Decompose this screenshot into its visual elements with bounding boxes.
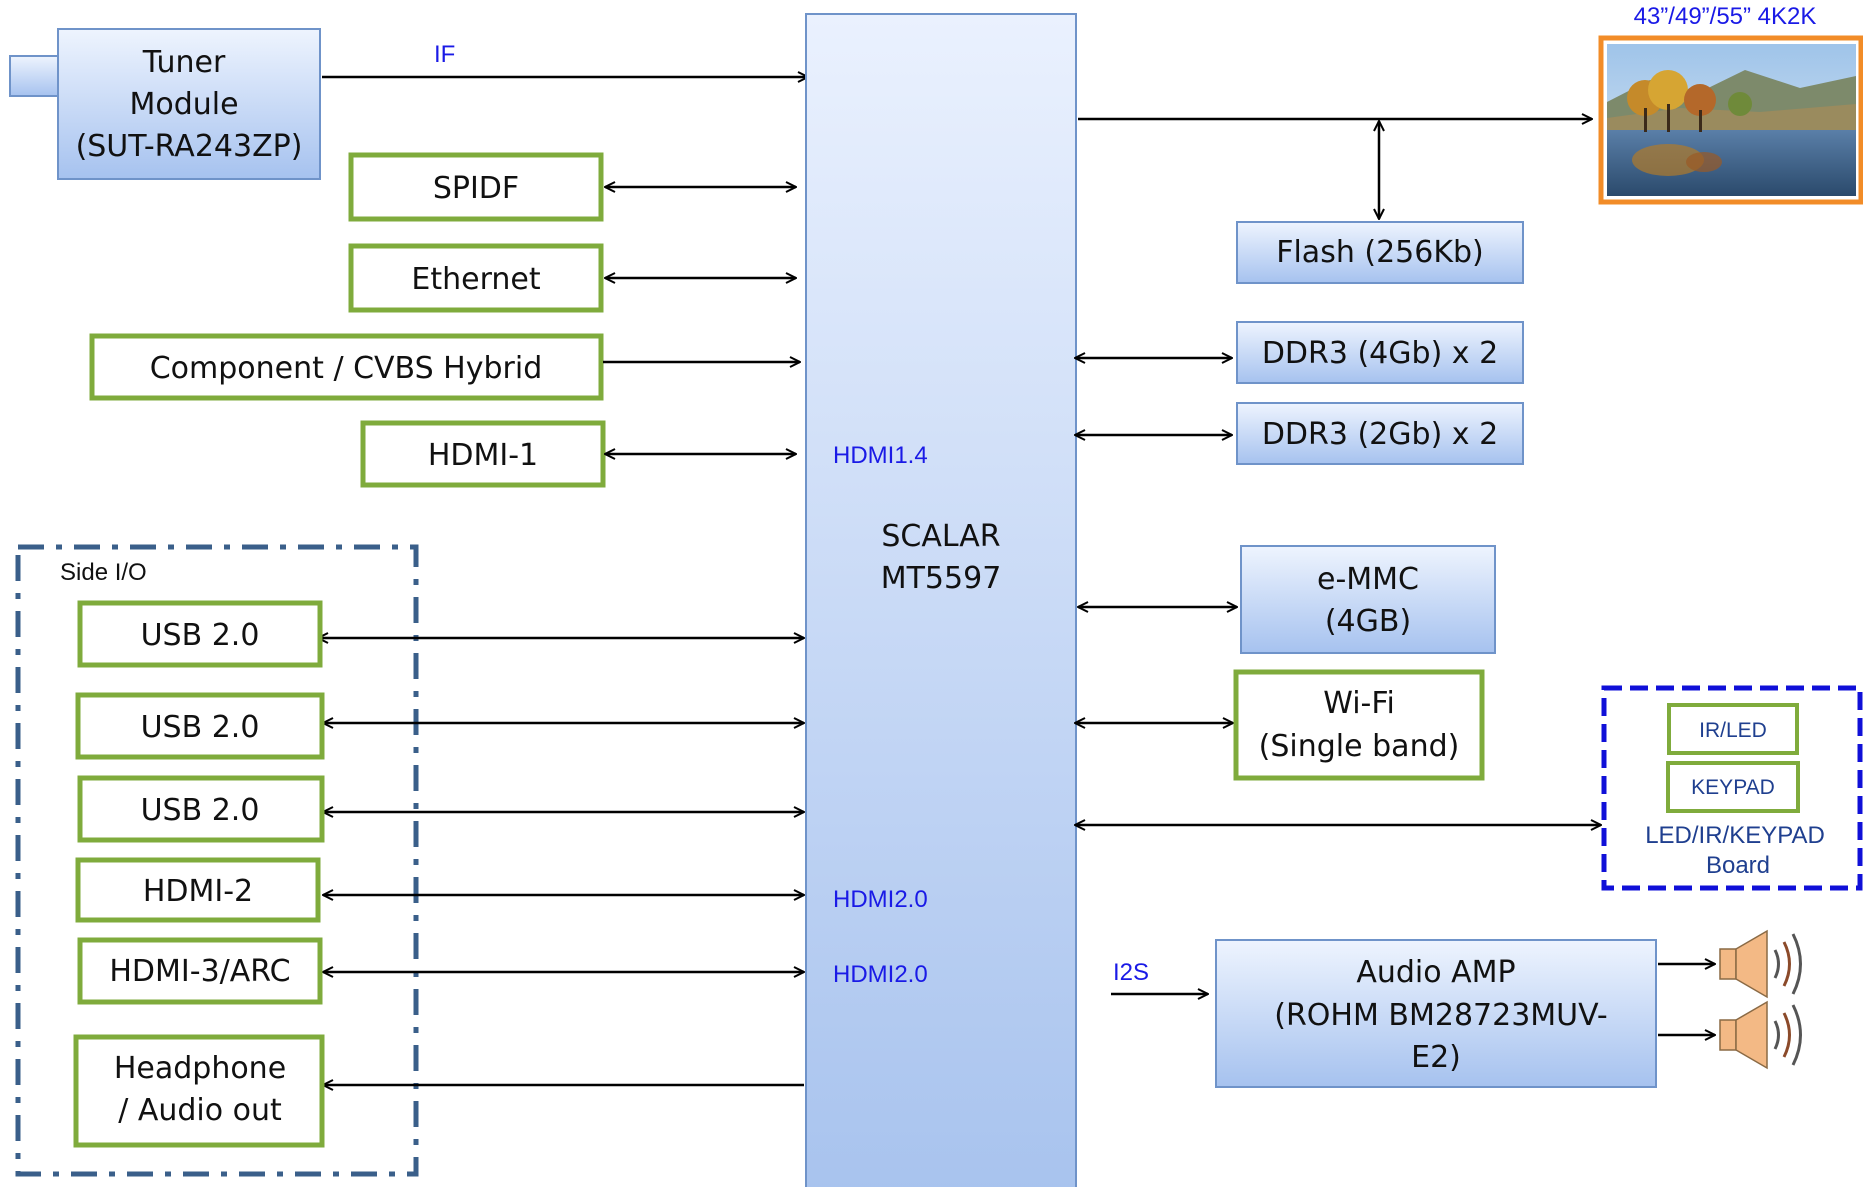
component-box [89, 333, 604, 401]
keypad-box [1666, 761, 1800, 813]
usb1-box [77, 600, 323, 668]
headphone-label-line2: / Audio out [118, 1093, 282, 1128]
speaker-icon [1719, 929, 1802, 999]
usb3-label: USB 2.0 [141, 793, 260, 828]
emmc-label-line2: (4GB) [1325, 604, 1411, 639]
hdmi3-label: HDMI-3/ARC [109, 954, 290, 989]
speaker-icon [1719, 1000, 1802, 1070]
flash-box [1236, 221, 1524, 284]
spidf-label: SPIDF [433, 171, 519, 206]
flash-label: Flash (256Kb) [1276, 235, 1484, 270]
hdmi1-box [360, 420, 606, 488]
hdmi14-label: HDMI1.4 [833, 442, 928, 469]
tuner-module-box [57, 28, 321, 180]
keypad-board-label-line2: Board [1706, 852, 1770, 879]
keypad-label: KEYPAD [1691, 776, 1775, 799]
keypad-board-label-line1: LED/IR/KEYPAD [1645, 822, 1825, 849]
side-io-label: Side I/O [60, 559, 147, 586]
headphone-box [73, 1034, 325, 1148]
irled-label: IR/LED [1699, 719, 1767, 742]
usb2-label: USB 2.0 [141, 710, 260, 745]
tuner-label-line3: (SUT-RA243ZP) [76, 129, 303, 164]
spidf-box [348, 152, 604, 222]
component-label: Component / CVBS Hybrid [150, 351, 543, 386]
wifi-label-line1: Wi-Fi [1323, 686, 1395, 721]
usb2-box [75, 692, 325, 760]
hdmi2-box [75, 857, 321, 923]
wifi-box [1233, 669, 1485, 781]
irled-box [1667, 703, 1799, 755]
audio-amp-label-line1: Audio AMP [1356, 955, 1515, 990]
scalar-label-line2: MT5597 [881, 561, 1002, 596]
ddr3-4gb-box [1236, 321, 1524, 384]
side-io-group [15, 544, 419, 1177]
tuner-label-line2: Module [129, 87, 238, 122]
audio-amp-label-line2: (ROHM BM28723MUV- [1274, 998, 1607, 1033]
usb1-label: USB 2.0 [141, 618, 260, 653]
wifi-label-line2: (Single band) [1259, 729, 1460, 764]
audio-amp-box [1215, 939, 1657, 1088]
panel-image [1598, 35, 1863, 205]
ddr3-2gb-label: DDR3 (2Gb) x 2 [1262, 417, 1498, 452]
scalar-block [805, 13, 1077, 1187]
ethernet-label: Ethernet [411, 262, 540, 297]
tuner-label-line1: Tuner [142, 45, 226, 80]
tuner-connector [9, 55, 61, 97]
hdmi20-label-a: HDMI2.0 [833, 886, 928, 913]
ethernet-box [348, 243, 604, 313]
ddr3-2gb-box [1236, 402, 1524, 465]
i2s-label: I2S [1113, 959, 1149, 986]
scalar-label-line1: SCALAR [881, 519, 1000, 554]
hdmi20-label-b: HDMI2.0 [833, 961, 928, 988]
emmc-box [1240, 545, 1496, 654]
audio-amp-label-line3: E2) [1411, 1040, 1461, 1075]
usb3-box [77, 775, 325, 843]
hdmi2-label: HDMI-2 [143, 874, 253, 909]
if-label: IF [434, 41, 455, 68]
panel-size-label: 43”/49”/55” 4K2K [1634, 3, 1817, 30]
ddr3-4gb-label: DDR3 (4Gb) x 2 [1262, 336, 1498, 371]
emmc-label-line1: e-MMC [1317, 562, 1419, 597]
hdmi1-label: HDMI-1 [428, 438, 538, 473]
hdmi3-box [77, 937, 323, 1005]
headphone-label-line1: Headphone [114, 1051, 286, 1086]
